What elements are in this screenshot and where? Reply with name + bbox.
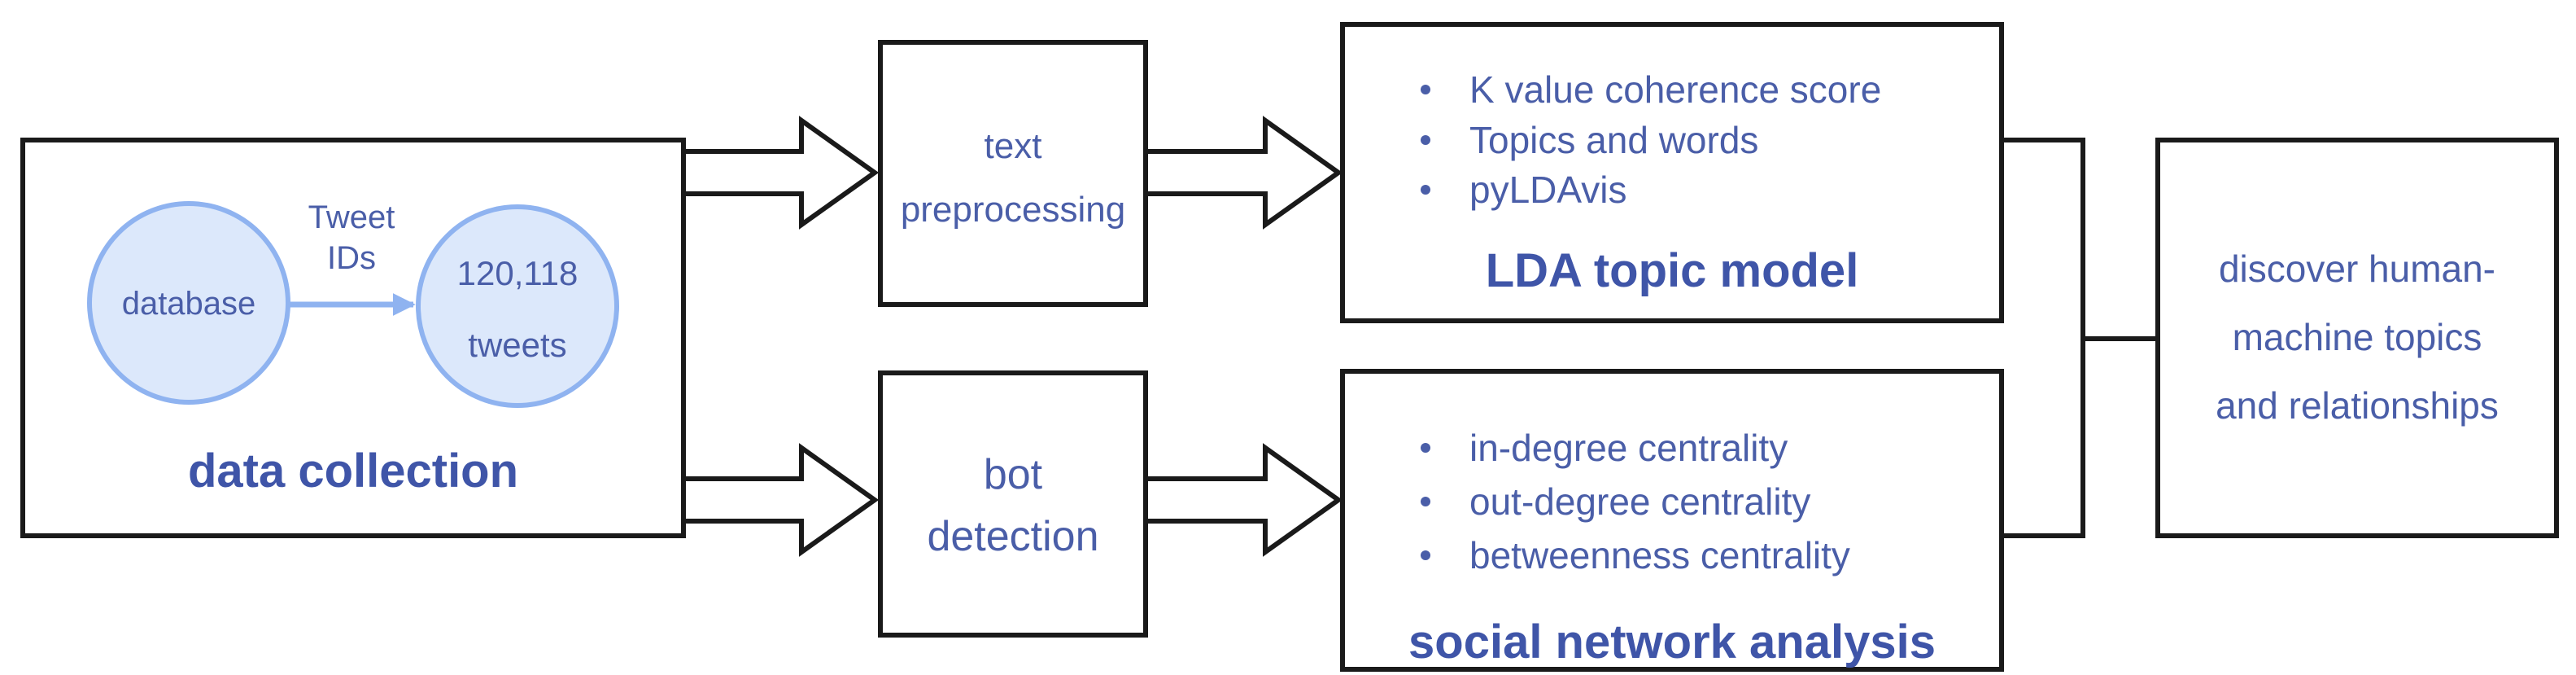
result-line1: discover human-	[2219, 248, 2495, 290]
data-collection-box: database Tweet IDs 120,118 tweets data c…	[20, 138, 686, 538]
lda-bullet-1	[1421, 85, 1430, 94]
block-arrow-to-preprocessing	[681, 116, 880, 230]
sna-item-1: in-degree centrality	[1469, 427, 1788, 469]
social-network-analysis-box: in-degree centrality out-degree centrali…	[1340, 369, 2004, 672]
tweet-ids-label-line1: Tweet	[308, 199, 395, 235]
text-preprocessing-box: text preprocessing	[878, 40, 1148, 307]
tweet-ids-label-line2: IDs	[327, 240, 376, 276]
sna-title: social network analysis	[1408, 616, 1936, 668]
lda-bullet-2	[1421, 135, 1430, 145]
database-label: database	[122, 286, 256, 322]
tweets-unit: tweets	[468, 326, 566, 364]
sna-item-3: betweenness centrality	[1469, 534, 1850, 576]
data-collection-title: data collection	[188, 445, 518, 497]
lda-item-3: pyLDAvis	[1469, 169, 1626, 211]
text-preprocessing-line2: preprocessing	[901, 190, 1125, 230]
lda-title: LDA topic model	[1486, 244, 1859, 297]
bot-detection-line2: detection	[927, 513, 1098, 560]
block-arrow-to-sna	[1143, 443, 1343, 557]
block-arrow-to-bot-detection	[681, 443, 880, 557]
result-box: discover human- machine topics and relat…	[2155, 138, 2559, 538]
result-line2: machine topics	[2233, 316, 2482, 358]
sna-bullet-1	[1421, 443, 1430, 453]
result-line3: and relationships	[2216, 384, 2499, 427]
merge-connector	[2002, 138, 2156, 538]
text-preprocessing-line1: text	[985, 126, 1042, 166]
bot-detection-line1: bot	[984, 451, 1043, 498]
bot-detection-box: bot detection	[878, 370, 1148, 638]
sna-item-2: out-degree centrality	[1469, 480, 1810, 523]
sna-bullet-3	[1421, 550, 1430, 560]
lda-topic-model-box: K value coherence score Topics and words…	[1340, 22, 2004, 323]
block-arrow-to-lda	[1143, 116, 1343, 230]
tweets-count: 120,118	[457, 254, 579, 292]
sna-bullet-2	[1421, 497, 1430, 506]
tweets-circle	[416, 204, 619, 408]
lda-item-1: K value coherence score	[1469, 68, 1881, 111]
lda-bullet-3	[1421, 185, 1430, 195]
lda-item-2: Topics and words	[1469, 119, 1758, 161]
